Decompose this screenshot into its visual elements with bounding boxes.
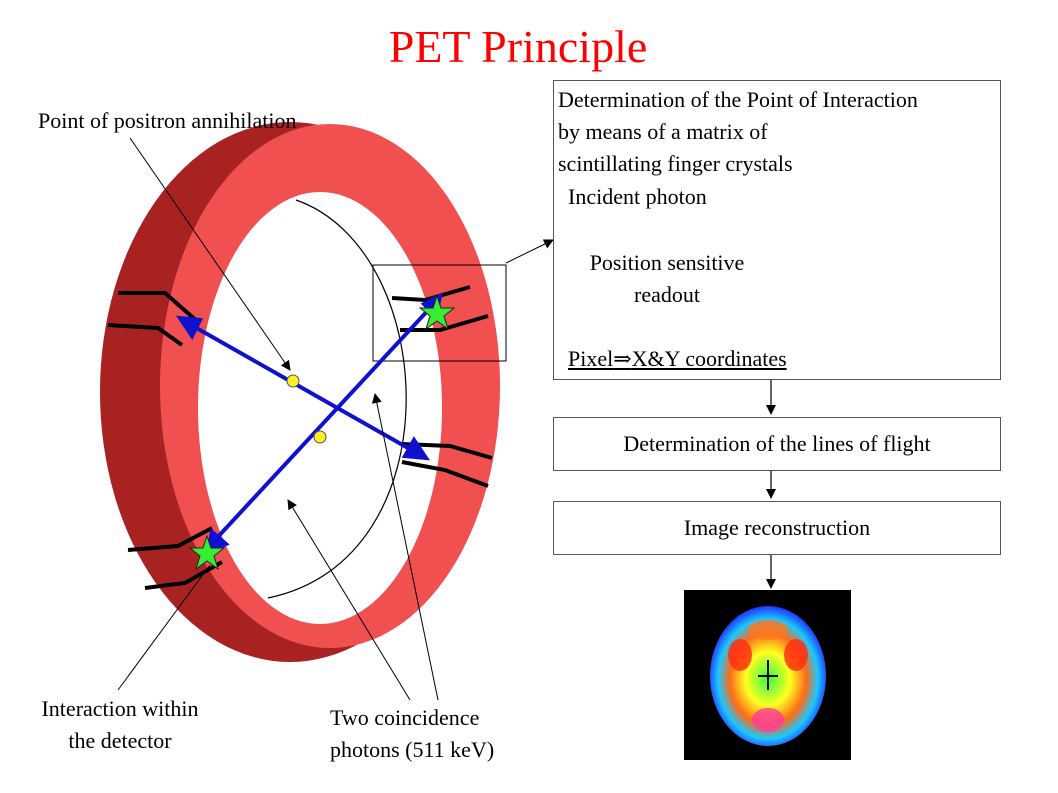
- incident-photon-label: Incident photon: [568, 184, 707, 209]
- ring-hole: [198, 192, 442, 624]
- poi-box: Determination of the Point of Interactio…: [553, 80, 1001, 380]
- poi-heading-line2: by means of a matrix of: [558, 119, 768, 144]
- photons-label: Two coincidence photons (511 keV): [330, 702, 494, 766]
- ring-inner-edge: [267, 199, 407, 599]
- star-icon: [188, 534, 226, 571]
- pixel-suffix: X&Y coordinates: [631, 346, 787, 371]
- photons-label-line2: photons (511 keV): [330, 737, 495, 762]
- pixel-coordinates-label: Pixel⇒X&Y coordinates: [568, 343, 787, 375]
- image-reconstruction-box: Image reconstruction: [553, 501, 1001, 555]
- label-pointers: [117, 137, 439, 701]
- interaction-label-line1: Interaction within: [41, 696, 199, 721]
- lines-of-flight-box: Determination of the lines of flight: [553, 417, 1001, 471]
- implies-icon: ⇒: [613, 346, 632, 371]
- photons-label-line1: Two coincidence: [330, 705, 480, 730]
- readout-label-line1: Position sensitive: [589, 250, 745, 275]
- poi-heading-line3: scintillating finger crystals: [558, 151, 793, 176]
- interaction-label-line2: the detector: [68, 728, 172, 753]
- zoom-rectangle: [372, 264, 507, 362]
- photon-arrowhead: [401, 436, 430, 461]
- readout-label: Position sensitive readout: [554, 247, 780, 311]
- interaction-label: Interaction within the detector: [10, 693, 230, 757]
- annihilation-point: [286, 374, 300, 388]
- pixel-prefix: Pixel: [568, 346, 614, 371]
- photon-arrowhead: [175, 315, 204, 340]
- detector-ring: [100, 122, 500, 662]
- page-title: PET Principle: [388, 21, 648, 72]
- annihilation-point: [313, 430, 327, 444]
- annihilation-label: Point of positron annihilation: [38, 108, 297, 133]
- poi-heading-line1: Determination of the Point of Interactio…: [558, 87, 918, 112]
- readout-label-line2: readout: [634, 282, 700, 307]
- zoom-pointer: [505, 239, 554, 264]
- star-icon: [418, 294, 456, 331]
- brain-pet-image: [684, 590, 851, 760]
